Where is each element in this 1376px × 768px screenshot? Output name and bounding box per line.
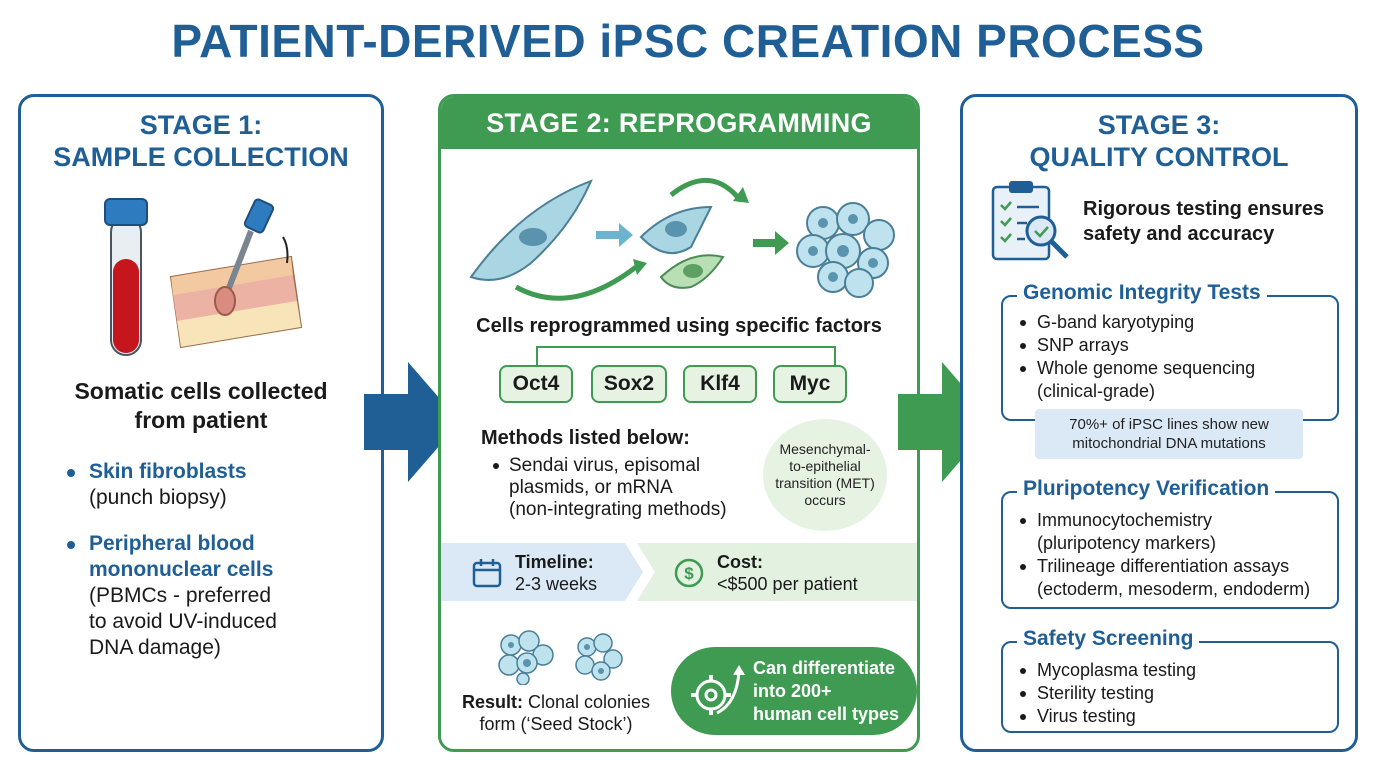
safety-list: Mycoplasma testing Sterility testing Vir…: [1017, 659, 1335, 728]
factor-myc: Myc: [773, 365, 847, 403]
skin-biopsy-icon: [169, 198, 303, 349]
genomic-list: G-band karyotyping SNP arrays Whole geno…: [1017, 311, 1335, 403]
stage1-main-text: Somatic cells collected from patient: [21, 377, 381, 435]
cost-band: [637, 543, 917, 601]
stage1-heading-line2: SAMPLE COLLECTION: [53, 142, 349, 172]
timeline-value: 2-3 weeks: [515, 574, 598, 594]
item-highlight: mononuclear cells: [89, 558, 274, 581]
svg-text:$: $: [684, 564, 694, 583]
pluripotency-list: Immunocytochemistry(pluripotency markers…: [1017, 509, 1335, 601]
pluripotency-heading: Pluripotency Verification: [1017, 477, 1276, 501]
stage1-heading-line1: STAGE 1:: [139, 110, 263, 140]
list-item: Mycoplasma testing: [1017, 659, 1335, 682]
gear-arrow-icon: [691, 665, 745, 715]
stage2-panel: STAGE 2: REPROGRAMMING Cells reprogramme…: [438, 94, 920, 752]
cost-label: Cost:: [717, 552, 763, 572]
stage3-heading-line2: QUALITY CONTROL: [1029, 142, 1289, 172]
factor-sox2: Sox2: [591, 365, 667, 403]
cost-text: Cost: <$500 per patient: [717, 551, 858, 595]
safety-screening-box: Safety Screening Mycoplasma testing Ster…: [1001, 627, 1339, 733]
cost-value: <$500 per patient: [717, 574, 858, 594]
met-line: occurs: [804, 492, 846, 508]
list-item: Virus testing: [1017, 705, 1335, 728]
stage1-main-line1: Somatic cells collected: [74, 378, 328, 404]
methods-line: plasmids, or mRNA: [509, 477, 673, 498]
methods-line: Sendai virus, episomal: [509, 455, 701, 476]
met-line: Mesenchymal-: [779, 441, 871, 457]
stage3-heading-line1: STAGE 3:: [1097, 110, 1221, 140]
timeline-text: Timeline: 2-3 weeks: [515, 551, 597, 595]
met-note: Mesenchymal- to-epithelial transition (M…: [763, 419, 887, 531]
pill-line: Can differentiate: [753, 658, 896, 678]
blood-tube-icon: [104, 198, 303, 356]
factor-list: Oct4 Sox2 Klf4 Myc: [499, 365, 859, 405]
methods-heading: Methods listed below:: [481, 427, 690, 449]
stage1-heading: STAGE 1: SAMPLE COLLECTION: [21, 109, 381, 173]
factor-klf4: Klf4: [683, 365, 757, 403]
list-item: Trilineage differentiation assays(ectode…: [1017, 555, 1335, 601]
genomic-heading: Genomic Integrity Tests: [1017, 281, 1267, 305]
factor-connector: [536, 346, 836, 367]
pill-line: into 200+: [753, 681, 832, 701]
stage3-panel: STAGE 3: QUALITY CONTROL Rigorous testin…: [960, 94, 1358, 752]
stage3-heading: STAGE 3: QUALITY CONTROL: [963, 109, 1355, 173]
item-detail: DNA damage): [89, 636, 221, 659]
mtdna-note: 70%+ of iPSC lines show new mitochondria…: [1035, 409, 1303, 459]
clipboard-magnifier-icon: [991, 181, 1069, 261]
arrow-right-icon: [898, 362, 994, 482]
met-line: to-epithelial: [789, 458, 861, 474]
timeline-label: Timeline:: [515, 552, 594, 572]
list-item: G-band karyotyping: [1017, 311, 1335, 334]
note-line: mitochondrial DNA mutations: [1072, 435, 1266, 452]
list-item: SNP arrays: [1017, 334, 1335, 357]
item-highlight: Skin fibroblasts: [89, 460, 247, 483]
stage2-heading: STAGE 2: REPROGRAMMING: [441, 97, 917, 149]
list-item: Sterility testing: [1017, 682, 1335, 705]
colony-icon: [498, 630, 623, 685]
pill-line: human cell types: [753, 704, 900, 724]
differentiation-text: Can differentiate into 200+ human cell t…: [753, 657, 917, 726]
page-title: PATIENT-DERIVED iPSC CREATION PROCESS: [171, 15, 1205, 67]
item-detail: to avoid UV-induced: [89, 610, 277, 633]
methods-line: (non-integrating methods): [509, 499, 727, 520]
list-item: Whole genome sequencing(clinical-grade): [1017, 357, 1335, 403]
intro-line: Rigorous testing ensures: [1083, 198, 1325, 220]
result-label: Result:: [461, 692, 523, 712]
safety-heading: Safety Screening: [1017, 627, 1200, 651]
met-line: transition (MET): [775, 475, 875, 491]
stage2-subheading: Cells reprogrammed using specific factor…: [476, 315, 882, 337]
result-text: Result: Clonal colonies form (‘Seed Stoc…: [451, 691, 661, 735]
stage1-panel: STAGE 1: SAMPLE COLLECTION Somatic cells…: [18, 94, 384, 752]
genomic-integrity-box: Genomic Integrity Tests G-band karyotypi…: [1001, 281, 1339, 421]
result-line: form (‘Seed Stock’): [479, 714, 633, 734]
methods-list: Sendai virus, episomal plasmids, or mRNA…: [491, 455, 741, 521]
stage1-main-line2: from patient: [134, 407, 268, 433]
intro-line: safety and accuracy: [1083, 223, 1275, 245]
list-item: Peripheral blood mononuclear cells (PBMC…: [63, 531, 373, 661]
calendar-icon: [472, 559, 502, 588]
item-highlight: Peripheral blood: [89, 532, 255, 555]
result-line: Clonal colonies: [522, 692, 651, 712]
item-detail: (PBMCs - preferred: [89, 584, 272, 607]
item-detail: (punch biopsy): [89, 486, 227, 509]
stage1-source-list: Skin fibroblasts (punch biopsy) Peripher…: [63, 459, 373, 681]
dollar-icon: $: [674, 558, 704, 588]
stage3-intro: Rigorous testing ensures safety and accu…: [1083, 197, 1353, 247]
note-line: 70%+ of iPSC lines show new: [1069, 416, 1269, 433]
list-item: Skin fibroblasts (punch biopsy): [63, 459, 373, 511]
cell-reprogramming-icon: [469, 178, 895, 301]
list-item: Immunocytochemistry(pluripotency markers…: [1017, 509, 1335, 555]
arrow-right-icon: [364, 362, 460, 482]
factor-oct4: Oct4: [499, 365, 573, 403]
pluripotency-box: Pluripotency Verification Immunocytochem…: [1001, 477, 1339, 609]
